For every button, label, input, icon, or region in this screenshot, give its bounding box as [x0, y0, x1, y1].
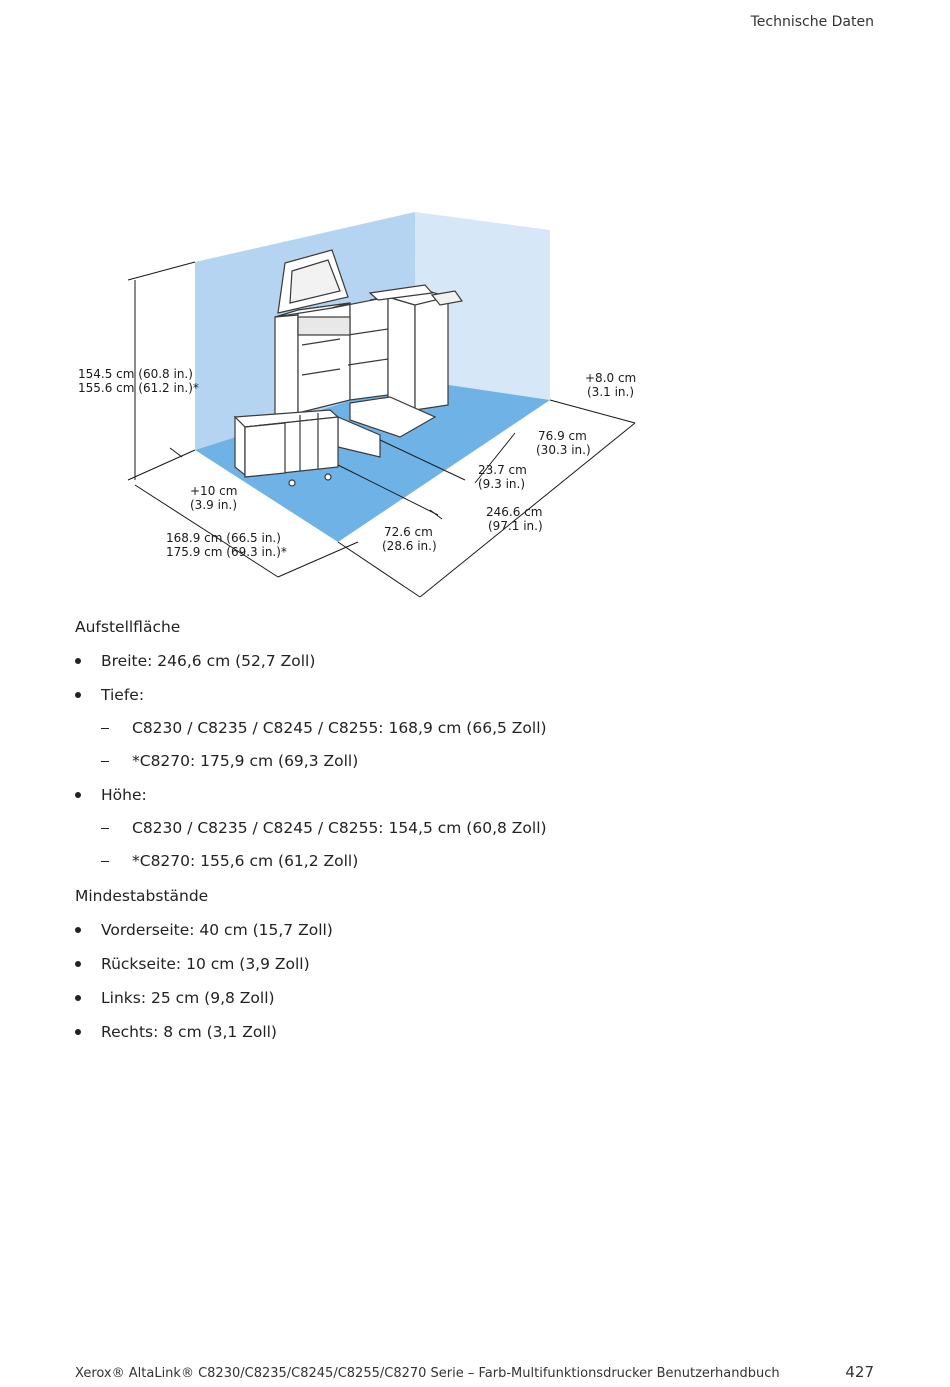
dash-icon [101, 728, 109, 729]
floor-clearance-area [195, 380, 550, 542]
label-237-2: (9.3 in.) [478, 477, 525, 491]
bullet-icon [75, 658, 81, 664]
sub-list-item-text: *C8270: 155,6 cm (61,2 Zoll) [132, 852, 359, 870]
clearance-drawing: 154.5 cm (60.8 in.) 155.6 cm (61.2 in.)*… [78, 212, 636, 598]
footer-manual-title: Xerox® AltaLink® C8230/C8235/C8245/C8255… [75, 1366, 780, 1381]
sub-list-item: *C8270: 175,9 cm (69,3 Zoll) [101, 750, 875, 772]
sub-list-item: C8230 / C8235 / C8245 / C8255: 154,5 cm … [101, 817, 875, 839]
sub-list-item-text: C8230 / C8235 / C8245 / C8255: 168,9 cm … [132, 719, 547, 737]
label-width-2: (97.1 in.) [488, 519, 543, 533]
clearance-section: Mindestabstände Vorderseite: 40 cm (15,7… [75, 885, 875, 1043]
bullet-icon [75, 692, 81, 698]
header-section-title: Technische Daten [750, 14, 874, 30]
footprint-heading: Aufstellfläche [75, 618, 181, 636]
list-item-height: Höhe: C8230 / C8235 / C8245 / C8255: 154… [75, 784, 875, 872]
bullet-icon [75, 792, 81, 798]
label-237-1: 23.7 cm [478, 463, 527, 477]
sub-list-item: *C8270: 155,6 cm (61,2 Zoll) [101, 850, 875, 872]
sub-list-item-text: C8230 / C8235 / C8245 / C8255: 154,5 cm … [132, 819, 547, 837]
label-769-2: (30.3 in.) [536, 443, 591, 457]
footprint-list: Breite: 246,6 cm (52,7 Zoll) Tiefe: C823… [75, 650, 875, 872]
list-item-text: Tiefe: [101, 686, 145, 704]
specification-content: Aufstellfläche Breite: 246,6 cm (52,7 Zo… [75, 616, 875, 1043]
list-item-rear: Rückseite: 10 cm (3,9 Zoll) [75, 953, 875, 975]
list-item-left: Links: 25 cm (9,8 Zoll) [75, 987, 875, 1009]
list-item-text: Rechts: 8 cm (3,1 Zoll) [101, 1023, 277, 1041]
label-rear-clearance-2: (3.9 in.) [190, 498, 237, 512]
dimension-lines [127, 261, 636, 598]
list-item-text: Höhe: [101, 786, 147, 804]
list-item-width: Breite: 246,6 cm (52,7 Zoll) [75, 650, 875, 672]
dash-icon [101, 828, 109, 829]
footprint-section: Aufstellfläche Breite: 246,6 cm (52,7 Zo… [75, 616, 875, 872]
bullet-icon [75, 927, 81, 933]
list-item-text: Rückseite: 10 cm (3,9 Zoll) [101, 955, 310, 973]
back-wall-right [415, 212, 550, 400]
list-item-right: Rechts: 8 cm (3,1 Zoll) [75, 1021, 875, 1043]
label-726-1: 72.6 cm [384, 525, 433, 539]
list-item-front: Vorderseite: 40 cm (15,7 Zoll) [75, 919, 875, 941]
depth-sub-list: C8230 / C8235 / C8245 / C8255: 168,9 cm … [75, 717, 875, 772]
label-rear-clearance-1: +10 cm [190, 484, 237, 498]
bullet-icon [75, 1029, 81, 1035]
label-depth-2: 175.9 cm (69.3 in.)* [166, 545, 287, 559]
clearance-heading: Mindestabstände [75, 887, 209, 905]
label-726-2: (28.6 in.) [382, 539, 437, 553]
label-height-1: 154.5 cm (60.8 in.) [78, 367, 193, 381]
printer-illustration [233, 249, 464, 487]
list-item-text: Links: 25 cm (9,8 Zoll) [101, 989, 275, 1007]
label-depth-1: 168.9 cm (66.5 in.) [166, 531, 281, 545]
dimension-labels: 154.5 cm (60.8 in.) 155.6 cm (61.2 in.)*… [78, 367, 636, 559]
sub-list-item-text: *C8270: 175,9 cm (69,3 Zoll) [132, 752, 359, 770]
dash-icon [101, 761, 109, 762]
bullet-icon [75, 961, 81, 967]
list-item-text: Breite: 246,6 cm (52,7 Zoll) [101, 652, 316, 670]
dash-icon [101, 861, 109, 862]
page-number: 427 [845, 1363, 874, 1381]
printer-clearance-diagram: 154.5 cm (60.8 in.) 155.6 cm (61.2 in.)*… [70, 205, 650, 605]
list-item-depth: Tiefe: C8230 / C8235 / C8245 / C8255: 16… [75, 684, 875, 772]
clearance-list: Vorderseite: 40 cm (15,7 Zoll) Rückseite… [75, 919, 875, 1043]
label-width-1: 246.6 cm [486, 505, 542, 519]
label-height-2: 155.6 cm (61.2 in.)* [78, 381, 199, 395]
label-769-1: 76.9 cm [538, 429, 587, 443]
label-right-clearance-1: +8.0 cm [585, 371, 636, 385]
bullet-icon [75, 995, 81, 1001]
height-sub-list: C8230 / C8235 / C8245 / C8255: 154,5 cm … [75, 817, 875, 872]
sub-list-item: C8230 / C8235 / C8245 / C8255: 168,9 cm … [101, 717, 875, 739]
label-right-clearance-2: (3.1 in.) [587, 385, 634, 399]
list-item-text: Vorderseite: 40 cm (15,7 Zoll) [101, 921, 333, 939]
